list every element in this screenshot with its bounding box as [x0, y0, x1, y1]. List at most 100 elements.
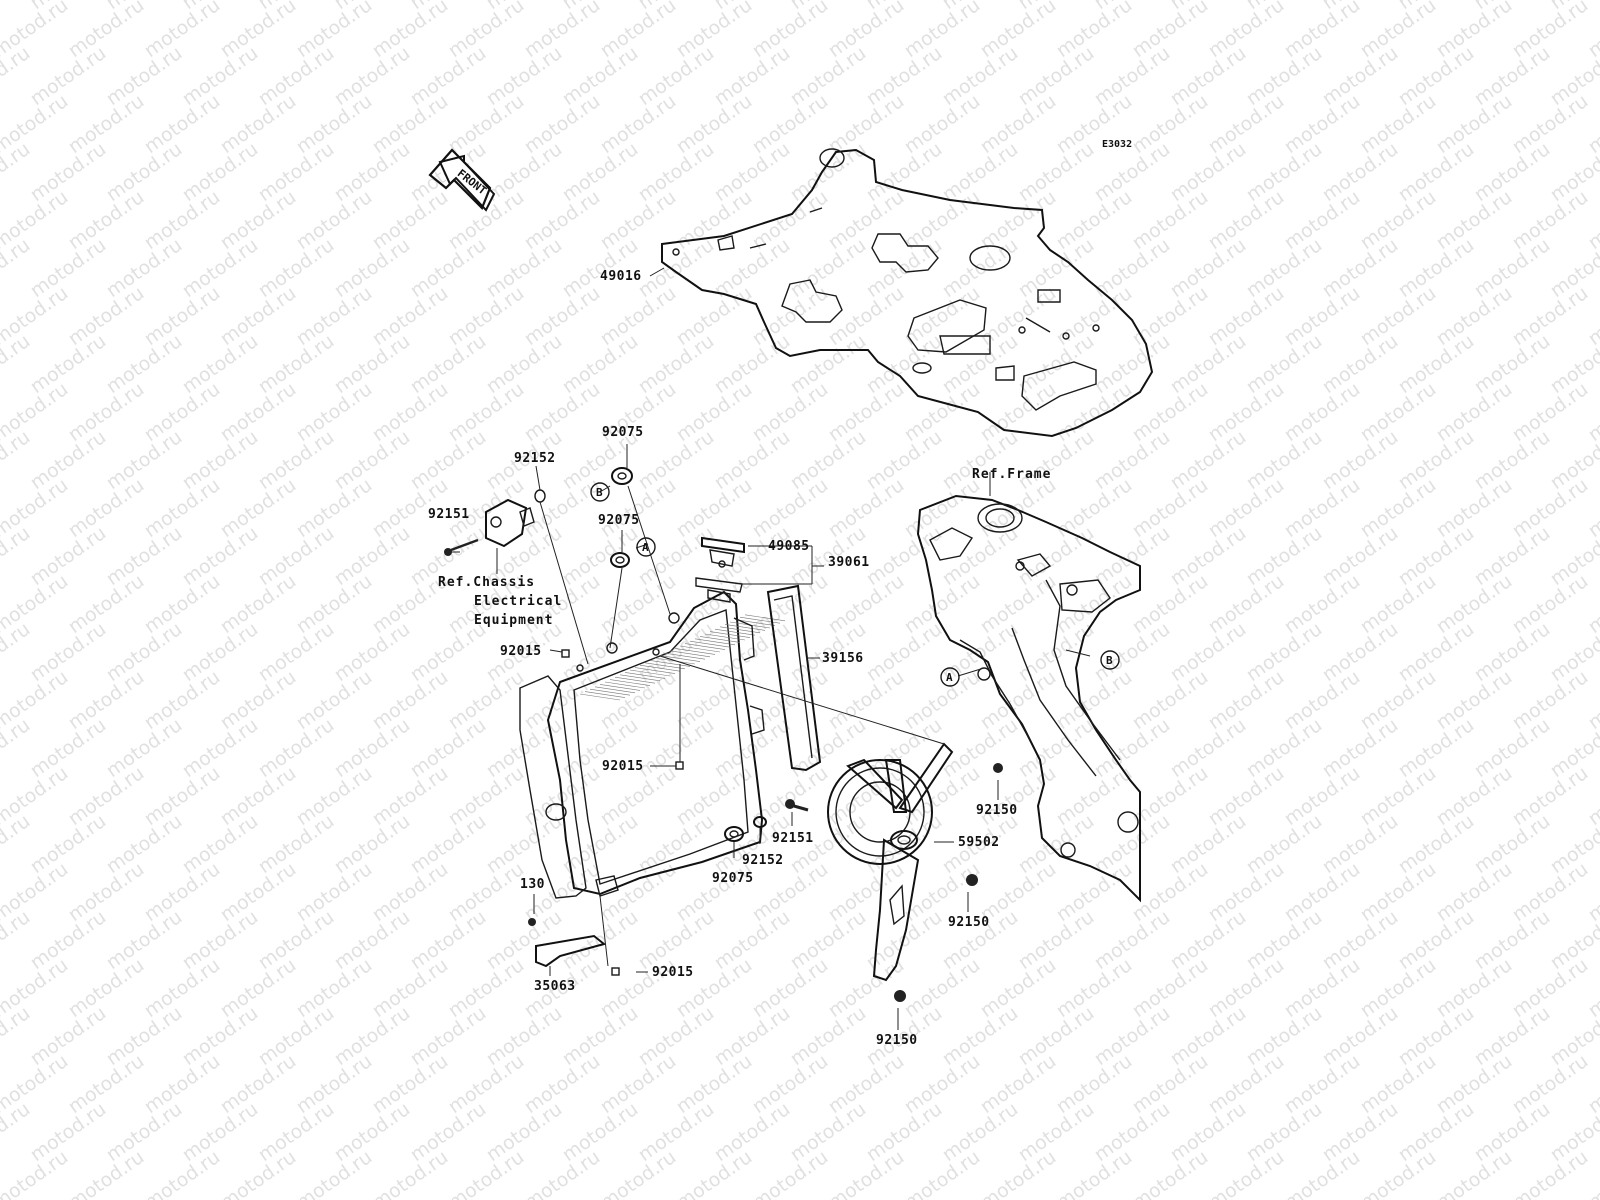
part-label-92075-top: 92075	[602, 425, 644, 440]
watermark-text: motod.ru	[1470, 906, 1554, 974]
watermark-text: motod.ru	[558, 522, 642, 590]
watermark-text: motod.ru	[292, 474, 376, 542]
watermark-text: motod.ru	[672, 0, 756, 62]
watermark-text: motod.ru	[1242, 522, 1326, 590]
radiator-fin-line	[734, 619, 776, 626]
part-label-92150-a: 92150	[976, 803, 1018, 818]
watermark-text: motod.ru	[482, 138, 566, 206]
watermark-text: motod.ru	[64, 90, 148, 158]
watermark-text: motod.ru	[1128, 90, 1212, 158]
bracket	[535, 934, 607, 968]
radiator-fin-line	[709, 631, 751, 638]
watermark-text: motod.ru	[1280, 1050, 1364, 1118]
watermark-text: motod.ru	[938, 714, 1022, 782]
clip-92015-low	[611, 967, 620, 976]
part-label-49085: 49085	[768, 539, 810, 554]
watermark-text: motod.ru	[786, 138, 870, 206]
watermark-text: motod.ru	[1470, 42, 1554, 110]
watermark-text: motod.ru	[140, 1050, 224, 1118]
watermark-text: motod.ru	[786, 234, 870, 302]
watermark-text: motod.ru	[292, 1050, 376, 1118]
watermark-text: motod.ru	[938, 426, 1022, 494]
ref-chassis-label-1: Ref.Chassis	[438, 575, 535, 590]
watermark-text: motod.ru	[1166, 138, 1250, 206]
watermark-text: motod.ru	[558, 1002, 642, 1070]
watermark-text: motod.ru	[1318, 138, 1402, 206]
watermark-text: motod.ru	[102, 426, 186, 494]
watermark-text: motod.ru	[254, 330, 338, 398]
watermark-text: motod.ru	[482, 42, 566, 110]
part-label-92150-b: 92150	[948, 915, 990, 930]
radiator-fins	[579, 614, 786, 701]
watermark-text: motod.ru	[1470, 618, 1554, 686]
watermark-text: motod.ru	[1014, 138, 1098, 206]
radiator-fin-line	[669, 650, 711, 658]
watermark-text: motod.ru	[900, 1050, 984, 1118]
watermark-text: motod.ru	[1318, 426, 1402, 494]
watermark-text: motod.ru	[1090, 810, 1174, 878]
watermark-text: motod.ru	[178, 1002, 262, 1070]
watermark-text: motod.ru	[102, 1002, 186, 1070]
watermark-text: motod.ru	[520, 90, 604, 158]
watermark-text: motod.ru	[558, 138, 642, 206]
clip-92015-top	[561, 649, 570, 658]
watermark-text: motod.ru	[178, 810, 262, 878]
watermark-text: motod.ru	[900, 474, 984, 542]
part-label-92015-mid: 92015	[602, 759, 644, 774]
watermark-text: motod.ru	[786, 1098, 870, 1166]
watermark-text: motod.ru	[1432, 858, 1516, 926]
watermark-text: motod.ru	[178, 618, 262, 686]
watermark-text: motod.ru	[292, 762, 376, 830]
svg-text:A: A	[642, 541, 649, 554]
watermark-text: motod.ru	[444, 666, 528, 734]
bolt-130	[528, 918, 536, 926]
washer-92152-top	[534, 489, 546, 503]
radiator-fin-line	[719, 626, 761, 634]
watermark-text: motod.ru	[1166, 234, 1250, 302]
watermark-text: motod.ru	[748, 474, 832, 542]
filler-neck-base	[707, 589, 731, 603]
watermark-text: motod.ru	[672, 186, 756, 254]
watermark-text: motod.ru	[64, 570, 148, 638]
watermark-text: motod.ru	[862, 522, 946, 590]
watermark-text: motod.ru	[216, 666, 300, 734]
radiator-fin-line	[689, 640, 731, 648]
watermark-text: motod.ru	[1128, 954, 1212, 1022]
watermark-text: motod.ru	[900, 378, 984, 446]
watermark-text: motod.ru	[102, 330, 186, 398]
watermark-text: motod.ru	[976, 186, 1060, 254]
watermark-text: motod.ru	[710, 42, 794, 110]
watermark-text: motod.ru	[26, 810, 110, 878]
watermark-text: motod.ru	[254, 714, 338, 782]
watermark-text: motod.ru	[824, 186, 908, 254]
watermark-text: motod.ru	[824, 90, 908, 158]
watermark-text: motod.ru	[1166, 618, 1250, 686]
undertray-plate	[661, 148, 1154, 438]
watermark-text: motod.ru	[1090, 42, 1174, 110]
radiator-fin-line	[634, 667, 676, 674]
radiator-fin-line	[684, 643, 726, 650]
watermark-text: motod.ru	[444, 1050, 528, 1118]
grommet-92075-low	[724, 826, 744, 842]
watermark-text: motod.ru	[444, 762, 528, 830]
watermark-text: motod.ru	[64, 954, 148, 1022]
watermark-text: motod.ru	[444, 90, 528, 158]
watermark-text: motod.ru	[1470, 330, 1554, 398]
watermark-text: motod.ru	[1128, 666, 1212, 734]
watermark-text: motod.ru	[748, 0, 832, 62]
watermark-text: motod.ru	[444, 858, 528, 926]
watermark-text: motod.ru	[292, 282, 376, 350]
circle-marker-b-right: B	[1100, 650, 1120, 670]
watermark-text: motod.ru	[406, 234, 490, 302]
watermark-text: motod.ru	[1128, 186, 1212, 254]
watermark-text: motod.ru	[330, 138, 414, 206]
watermark-text: motod.ru	[140, 186, 224, 254]
watermark-text: motod.ru	[862, 330, 946, 398]
radiator-fin-line	[629, 669, 671, 677]
watermark-text: motod.ru	[26, 426, 110, 494]
watermark-text: motod.ru	[900, 954, 984, 1022]
watermark-text: motod.ru	[596, 1050, 680, 1118]
watermark-text: motod.ru	[26, 1098, 110, 1166]
watermark-text: motod.ru	[216, 762, 300, 830]
watermark-text: motod.ru	[1356, 666, 1440, 734]
